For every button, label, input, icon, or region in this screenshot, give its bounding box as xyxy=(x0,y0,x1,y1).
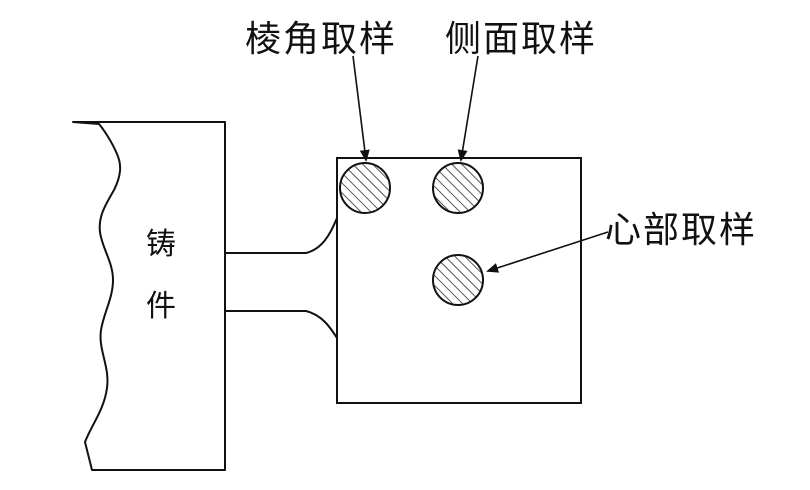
corner-sample-label: 棱角取样 xyxy=(245,19,398,60)
core-sample xyxy=(432,254,484,306)
casting-body xyxy=(72,121,226,471)
gate-neck xyxy=(225,217,338,339)
core-sample-label: 心部取样 xyxy=(605,210,758,251)
side-sample xyxy=(432,162,484,214)
corner-sample xyxy=(339,162,391,214)
casting-label-1: 铸 xyxy=(146,227,176,262)
side-sample-label: 侧面取样 xyxy=(445,19,598,60)
core-sample-arrow xyxy=(486,231,609,273)
corner-sample-arrow xyxy=(352,55,370,162)
casting-label-2: 件 xyxy=(146,289,176,324)
side-sample-arrow xyxy=(457,55,479,162)
